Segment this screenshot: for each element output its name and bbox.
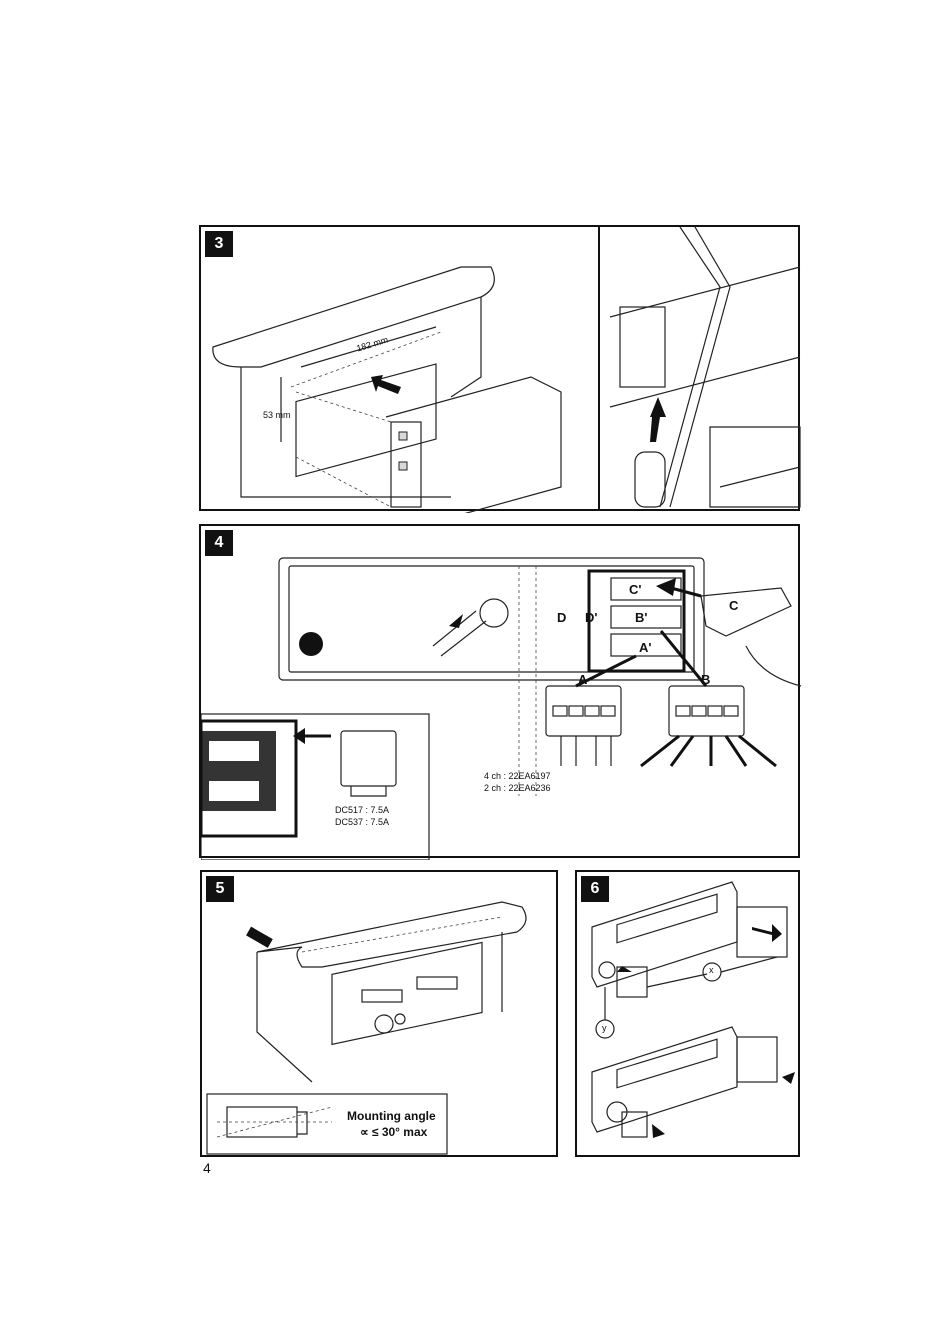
connector-label-c: C [729, 598, 738, 613]
page-number: 4 [203, 1160, 211, 1176]
panel-3-install-frame: 3 182 mm 53 mm [199, 225, 600, 511]
cable-ref-4ch: 4 ch : 22EA6197 [484, 771, 551, 782]
connector-label-c-prime: C' [629, 582, 641, 597]
panel-3-illustration [201, 227, 602, 513]
cable-ref-2ch: 2 ch : 22EA6236 [484, 783, 551, 794]
fuse-rating-dc537: DC537 : 7.5A [335, 817, 389, 828]
removal-key-label-x: x [709, 965, 714, 975]
fuse-rating-dc517: DC517 : 7.5A [335, 805, 389, 816]
panel-3-release-tool [598, 225, 800, 511]
panel-6-removal-illustration [577, 872, 802, 1159]
panel-4-wiring-illustration [201, 526, 802, 860]
connector-label-b: B [701, 672, 710, 687]
removal-button-label-y: y [602, 1023, 607, 1033]
panel-5-mounting: 5 Mounting angle ∝ ≤ 30° max [200, 870, 558, 1157]
panel-3-height-label: 53 mm [263, 410, 291, 420]
connector-label-d-prime: D' [585, 610, 597, 625]
connector-label-a-prime: A' [639, 640, 651, 655]
mounting-angle-value: ∝ ≤ 30° max [360, 1125, 427, 1139]
connector-label-a: A [578, 672, 587, 687]
panel-6-removal: 6 x y [575, 870, 800, 1157]
panel-4-wiring: 4 [199, 524, 800, 858]
panel-3-tool-illustration [600, 227, 802, 513]
connector-label-b-prime: B' [635, 610, 647, 625]
connector-label-d: D [557, 610, 566, 625]
mounting-angle-title: Mounting angle [347, 1109, 436, 1123]
